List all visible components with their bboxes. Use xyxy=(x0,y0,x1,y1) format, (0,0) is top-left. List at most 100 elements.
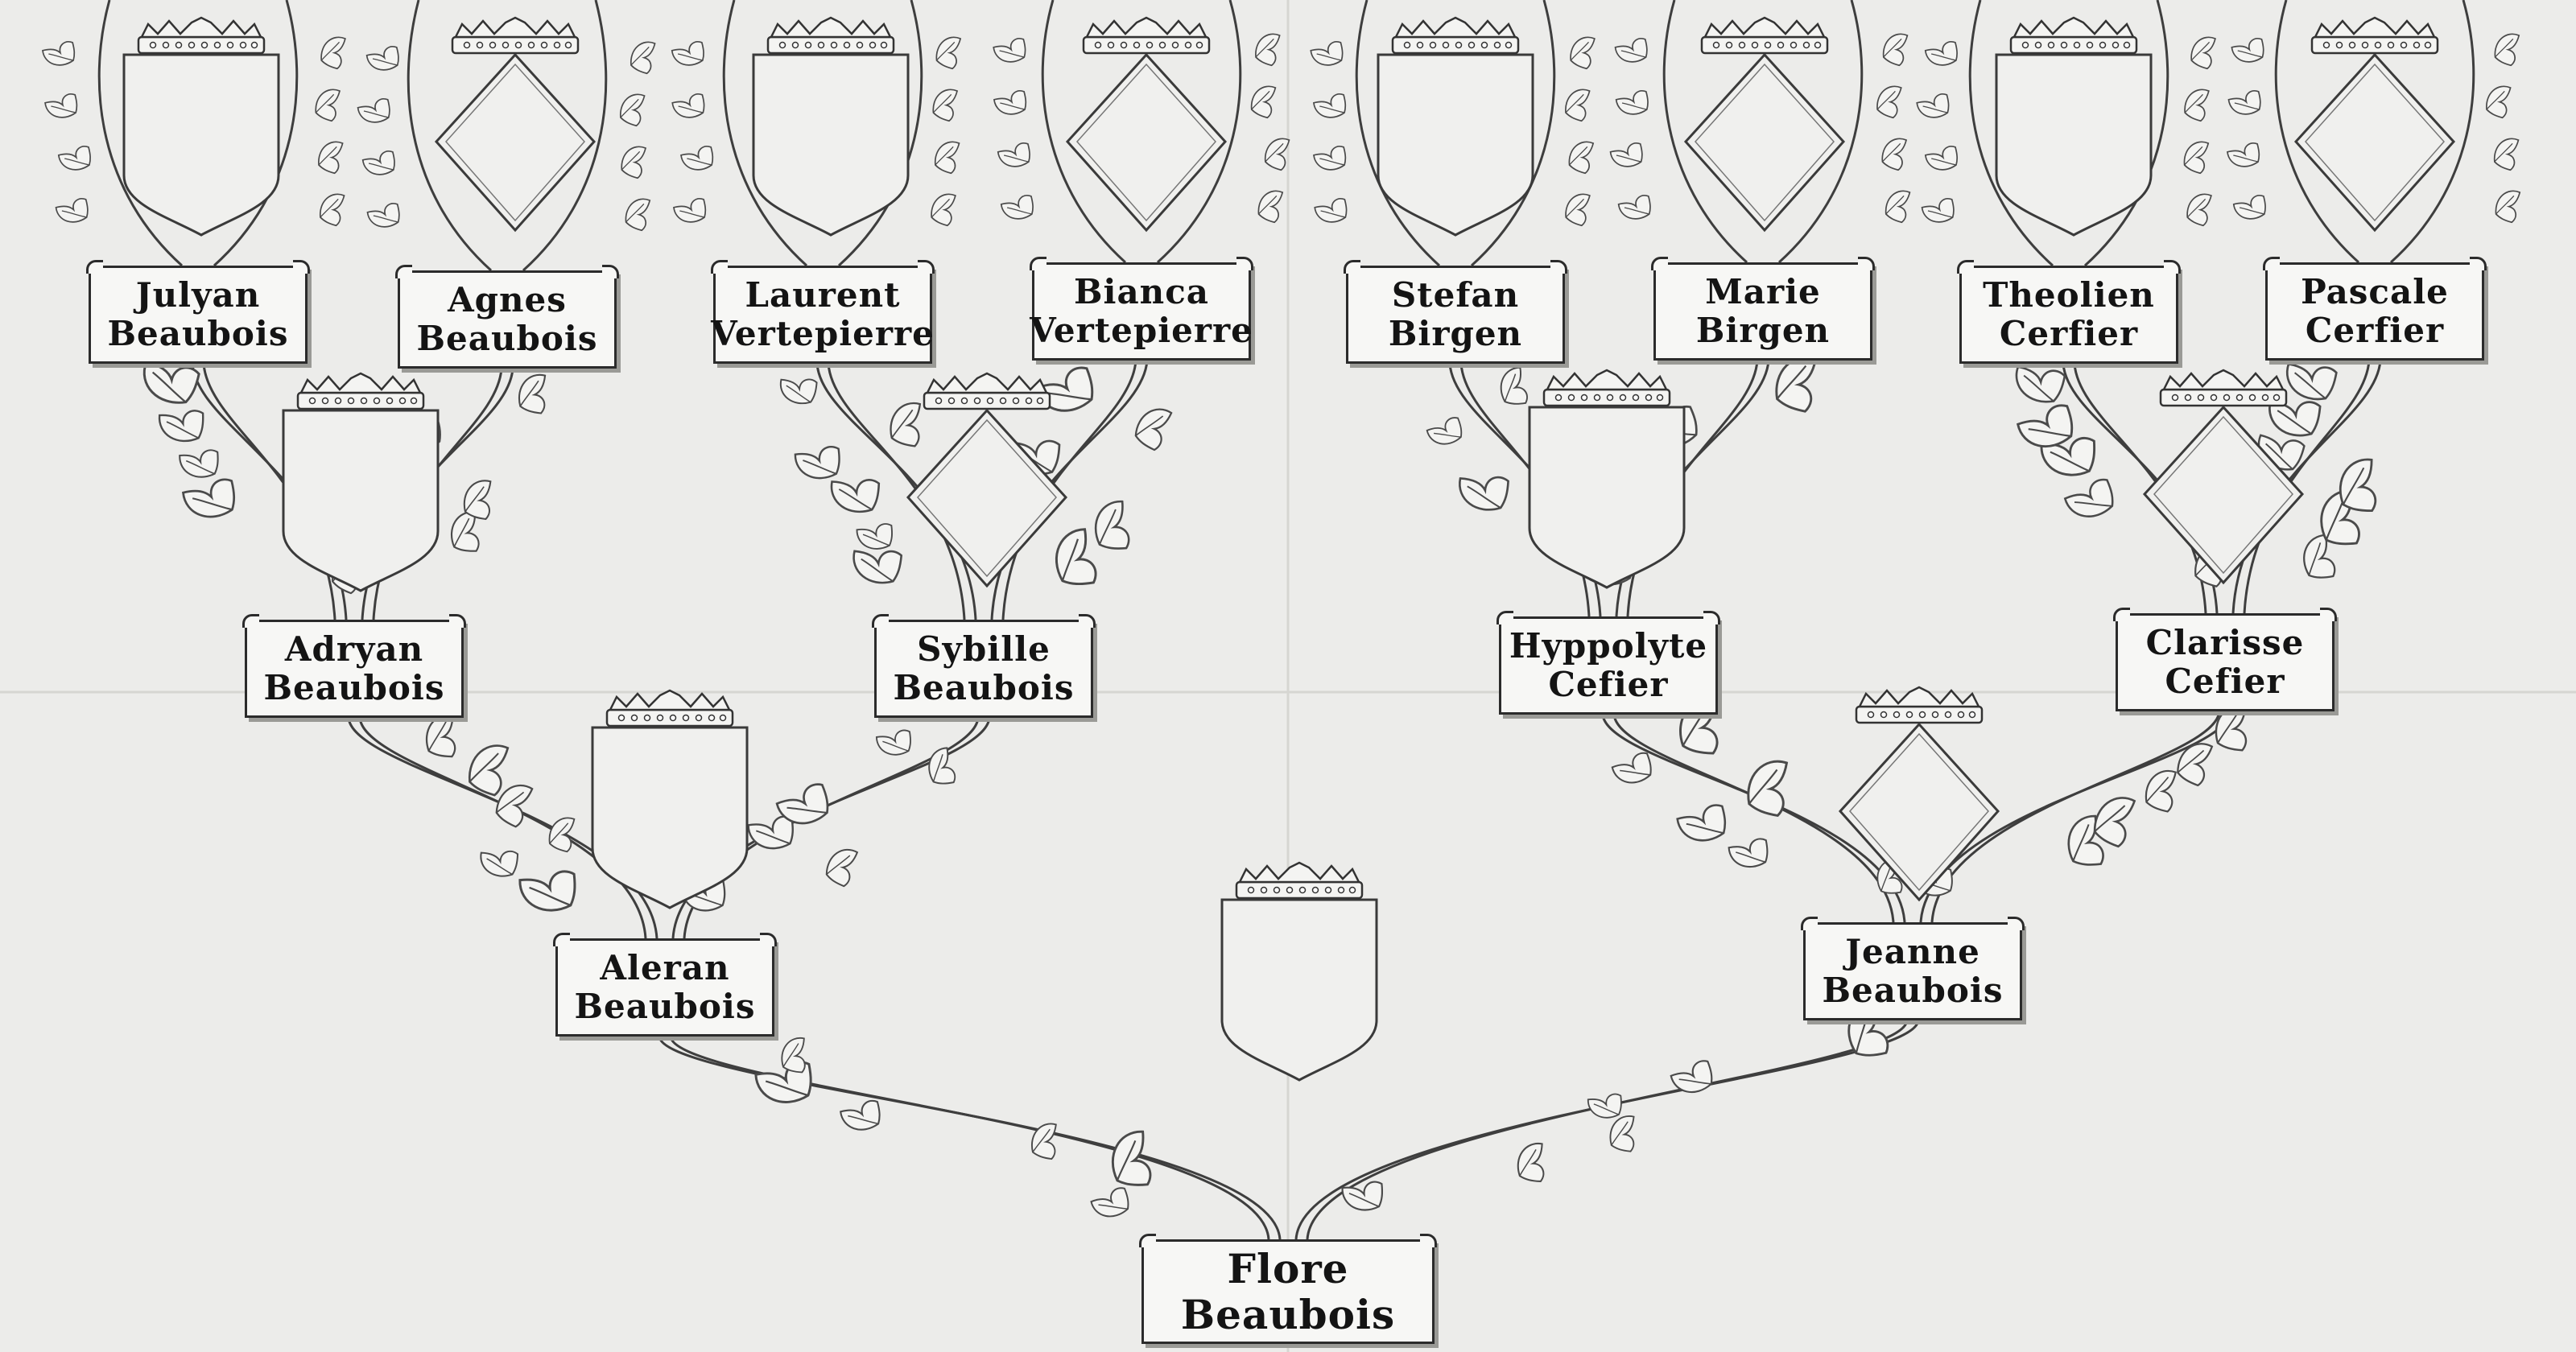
leaf-ornament xyxy=(52,188,95,230)
crest-shield-julyan xyxy=(124,18,279,235)
leaf-ornament xyxy=(669,188,713,230)
crest-shield-flore xyxy=(1222,863,1377,1080)
last-name: Beaubois xyxy=(574,987,756,1026)
first-name: Theolien xyxy=(1983,274,2155,315)
leaf-ornament xyxy=(2227,27,2271,70)
vine-laurent xyxy=(837,0,923,267)
first-name: Adryan xyxy=(284,629,424,669)
leaf-ornament xyxy=(358,140,402,183)
leaf-ornament xyxy=(1309,83,1353,126)
leaf-ornament xyxy=(1307,31,1350,73)
vine-pascale xyxy=(2274,0,2360,264)
vine-bianca xyxy=(1041,0,1127,264)
leaf-ornament xyxy=(1310,135,1353,178)
first-name: Bianca xyxy=(1074,271,1209,311)
name-plate-pascale-cerfier: Pascale Cerfier xyxy=(2263,257,2487,361)
vine-julyan xyxy=(213,0,299,267)
leaf-ornament xyxy=(308,84,352,127)
leaf-ornament xyxy=(774,362,825,414)
leaf-ornament xyxy=(1508,1137,1562,1190)
leaf-ornament xyxy=(623,37,667,80)
leaf-ornament xyxy=(353,88,397,130)
crest-shield-theolien xyxy=(1996,18,2151,235)
last-name: Cerfier xyxy=(2305,311,2445,350)
branch-flore-jeanne xyxy=(1294,1020,1920,1240)
leaf-ornament xyxy=(926,84,969,127)
leaf-ornament xyxy=(1558,84,1602,127)
leaf-ornament xyxy=(314,32,357,75)
vine-marie xyxy=(1777,0,1864,264)
leaf-ornament xyxy=(1875,134,1918,176)
leaf-ornament xyxy=(927,137,971,179)
leaf-ornament xyxy=(1876,29,1919,72)
leaf-ornament xyxy=(362,35,406,78)
first-name: Hyppolyte xyxy=(1509,625,1708,666)
leaf-ornament xyxy=(1723,824,1777,877)
leaf-ornament xyxy=(1022,1118,1072,1167)
leaf-ornament xyxy=(997,184,1041,227)
leaf-ornament xyxy=(1921,135,1965,178)
crest-shield-adryan xyxy=(283,373,438,591)
leaf-ornament xyxy=(919,743,968,793)
branch-flore-aleran xyxy=(658,1036,1282,1240)
vine-stefan xyxy=(1470,0,1556,267)
leaf-ornament xyxy=(614,142,658,184)
leaf-ornament xyxy=(1129,403,1183,455)
leaf-ornament xyxy=(509,368,564,422)
name-plate-adryan-beaubois: Adryan Beaubois xyxy=(242,614,466,718)
crest-shield-aleran xyxy=(592,690,747,908)
leaf-ornament xyxy=(871,717,919,764)
last-name: Beaubois xyxy=(1180,1291,1396,1338)
name-plate-jeanne-beaubois: Jeanne Beaubois xyxy=(1801,917,2025,1020)
vine-pascale xyxy=(2389,0,2475,264)
branch-sybille-laurent xyxy=(827,363,966,620)
vine-agnes xyxy=(407,0,493,272)
leaf-ornament xyxy=(1918,188,1961,230)
name-plate-bianca-vertepierre: Bianca Vertepierre xyxy=(1030,257,1253,361)
first-name: Laurent xyxy=(745,274,901,315)
leaf-ornament xyxy=(54,135,98,178)
leaf-ornament xyxy=(311,137,355,179)
crest-lozenge-agnes xyxy=(436,18,594,230)
last-name: Birgen xyxy=(1695,311,1831,350)
leaf-ornament xyxy=(1257,134,1301,176)
leaf-ornament xyxy=(474,834,526,886)
leaf-ornament xyxy=(41,83,85,126)
crest-shield-hyppolyte xyxy=(1530,370,1684,587)
leaf-ornament xyxy=(1608,742,1659,791)
leaf-ornament xyxy=(1558,189,1602,232)
last-name: Beaubois xyxy=(893,668,1075,707)
last-name: Cefier xyxy=(2165,662,2285,701)
leaf-ornament xyxy=(173,434,228,488)
leaf-ornament xyxy=(2184,32,2227,75)
leaf-ornament xyxy=(1869,81,1913,124)
leaf-ornament xyxy=(924,189,968,232)
leaf-ornament xyxy=(2177,84,2221,127)
first-name: Clarisse xyxy=(2145,622,2305,662)
leaf-ornament xyxy=(2180,189,2223,232)
vine-theolien xyxy=(1968,0,2054,267)
branch-sybille-bianca xyxy=(1001,360,1137,620)
leaf-ornament xyxy=(2487,134,2530,176)
leaf-ornament xyxy=(1921,31,1965,73)
branch-flore-jeanne xyxy=(1306,1020,1909,1240)
leaf-ornament xyxy=(2488,186,2532,229)
leaf-ornament xyxy=(1562,137,1605,179)
crest-lozenge-marie xyxy=(1686,18,1843,230)
leaf-ornament xyxy=(363,192,407,235)
leaf-ornament xyxy=(2229,184,2273,227)
leaf-ornament xyxy=(2060,467,2122,526)
vine-marie xyxy=(1662,0,1748,264)
leaf-ornament xyxy=(1087,1177,1136,1225)
leaf-ornament xyxy=(1878,186,1922,229)
leaf-ornament xyxy=(1614,184,1657,227)
last-name: Vertepierre xyxy=(711,314,935,353)
leaf-ornament xyxy=(541,812,588,859)
last-name: Beaubois xyxy=(1822,971,2004,1010)
crest-shield-stefan xyxy=(1378,18,1533,235)
leaf-ornament xyxy=(772,1032,821,1081)
leaf-ornament xyxy=(993,132,1038,175)
name-plate-stefan-birgen: Stefan Birgen xyxy=(1344,260,1567,364)
leaf-ornament xyxy=(2479,81,2523,124)
last-name: Beaubois xyxy=(263,668,445,707)
